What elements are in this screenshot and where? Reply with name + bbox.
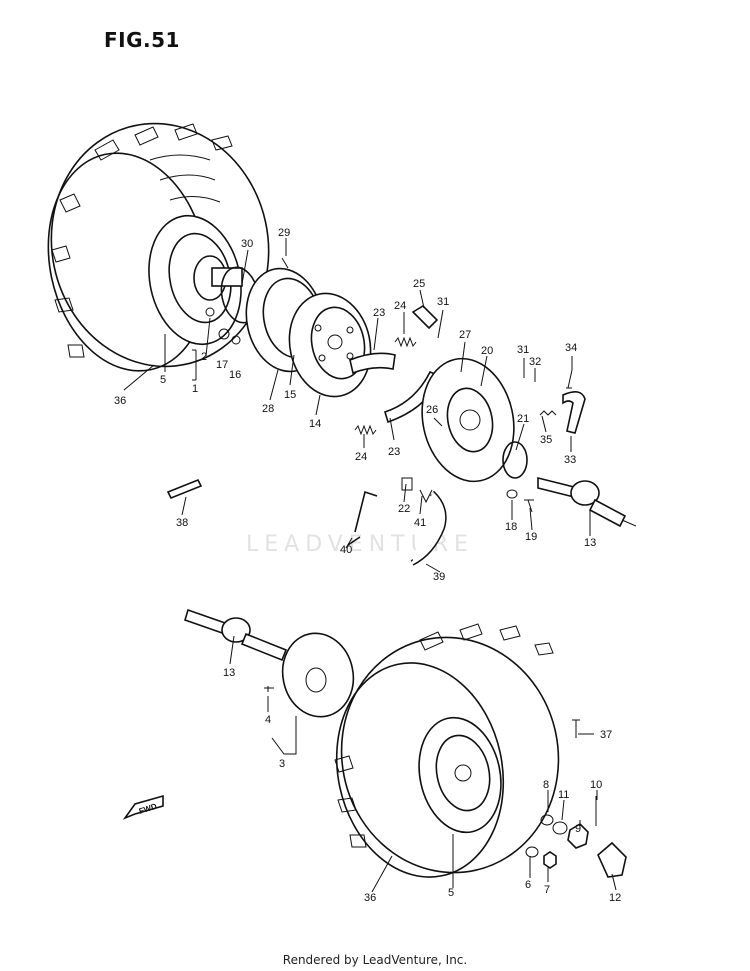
callout-4: 4 xyxy=(265,714,271,726)
callout-13-lower: 13 xyxy=(223,667,235,679)
nipple-22 xyxy=(401,477,413,491)
callout-14: 14 xyxy=(309,418,321,430)
callout-24-upper: 24 xyxy=(394,300,406,312)
callout-10: 10 xyxy=(590,779,602,791)
callout-20: 20 xyxy=(481,345,493,357)
callout-31-right: 31 xyxy=(517,344,529,356)
callout-19: 19 xyxy=(525,531,537,543)
callout-32: 32 xyxy=(529,356,541,368)
o-ring-21 xyxy=(502,441,528,479)
brake-panel xyxy=(421,357,515,483)
washer-6 xyxy=(525,846,539,858)
callout-12: 12 xyxy=(609,892,621,904)
spring-upper xyxy=(394,336,417,348)
callout-28: 28 xyxy=(262,403,274,415)
callout-40: 40 xyxy=(340,544,352,556)
brake-shoe-upper xyxy=(349,352,396,375)
washer-18 xyxy=(506,489,518,499)
washer-8 xyxy=(540,814,554,826)
figure-title: FIG.51 xyxy=(104,28,180,52)
callout-23-lower: 23 xyxy=(388,446,400,458)
bolt-2 xyxy=(205,307,215,317)
callout-labels: 36 5 1 2 17 16 30 29 28 15 14 23 24 25 3… xyxy=(114,227,621,904)
callout-7: 7 xyxy=(544,884,550,896)
pin-38 xyxy=(166,478,203,500)
pin-37 xyxy=(572,719,580,738)
clip-41 xyxy=(419,489,433,504)
upper-tire xyxy=(47,122,270,372)
callout-1: 1 xyxy=(192,383,198,395)
bolt-4 xyxy=(264,686,274,692)
fwd-arrow: FWD xyxy=(122,794,164,820)
callout-5-lower: 5 xyxy=(448,887,454,899)
nut-7 xyxy=(543,851,557,869)
callout-8: 8 xyxy=(543,779,549,791)
washer-11 xyxy=(552,821,568,835)
brake-cam xyxy=(411,304,439,330)
callout-5-upper: 5 xyxy=(160,374,166,386)
spring-35 xyxy=(539,410,557,416)
bolt-34 xyxy=(566,369,573,389)
callout-22: 22 xyxy=(398,503,410,515)
callout-6: 6 xyxy=(525,879,531,891)
lower-tire xyxy=(334,623,560,878)
bolt-29 xyxy=(281,257,289,269)
callout-26: 26 xyxy=(426,404,438,416)
leader-lines xyxy=(123,238,617,893)
callout-3: 3 xyxy=(279,758,285,770)
callout-36-upper: 36 xyxy=(114,395,126,407)
callout-31-upper: 31 xyxy=(437,296,449,308)
callout-2: 2 xyxy=(201,351,207,363)
front-hub-disc xyxy=(281,632,355,718)
callout-38: 38 xyxy=(176,517,188,529)
callout-9: 9 xyxy=(575,823,581,835)
hose-39-core xyxy=(411,491,446,565)
brake-drum xyxy=(288,292,372,398)
callout-15: 15 xyxy=(284,389,296,401)
callout-17: 17 xyxy=(216,359,228,371)
callout-21: 21 xyxy=(517,413,529,425)
callout-29: 29 xyxy=(278,227,290,239)
callout-18: 18 xyxy=(505,521,517,533)
callout-33: 33 xyxy=(564,454,576,466)
brake-arm xyxy=(562,391,586,434)
lower-wheel-rim xyxy=(418,716,502,834)
callout-30: 30 xyxy=(241,238,253,250)
callout-25: 25 xyxy=(413,278,425,290)
callout-11: 11 xyxy=(558,789,569,801)
footer-credit: Rendered by LeadVenture, Inc. xyxy=(282,953,468,967)
callout-23-upper: 23 xyxy=(373,307,385,319)
upper-wheel-rim xyxy=(148,214,243,346)
callout-35: 35 xyxy=(540,434,552,446)
bolt-19 xyxy=(524,499,534,513)
rear-axle-shaft xyxy=(537,476,637,528)
callout-41: 41 xyxy=(414,517,426,529)
hub-cap-12 xyxy=(597,841,627,878)
callout-27: 27 xyxy=(459,329,471,341)
callout-13-upper: 13 xyxy=(584,537,596,549)
callout-39: 39 xyxy=(433,571,445,583)
callout-37: 37 xyxy=(600,729,612,741)
callout-24-lower: 24 xyxy=(355,451,367,463)
bracket-40 xyxy=(347,490,378,546)
callout-16: 16 xyxy=(229,369,241,381)
spring-lower xyxy=(354,424,377,436)
nut-17 xyxy=(218,328,230,340)
callout-36-lower: 36 xyxy=(364,892,376,904)
callout-34: 34 xyxy=(565,342,577,354)
washer-16 xyxy=(231,335,241,345)
front-axle-shaft xyxy=(184,608,288,662)
